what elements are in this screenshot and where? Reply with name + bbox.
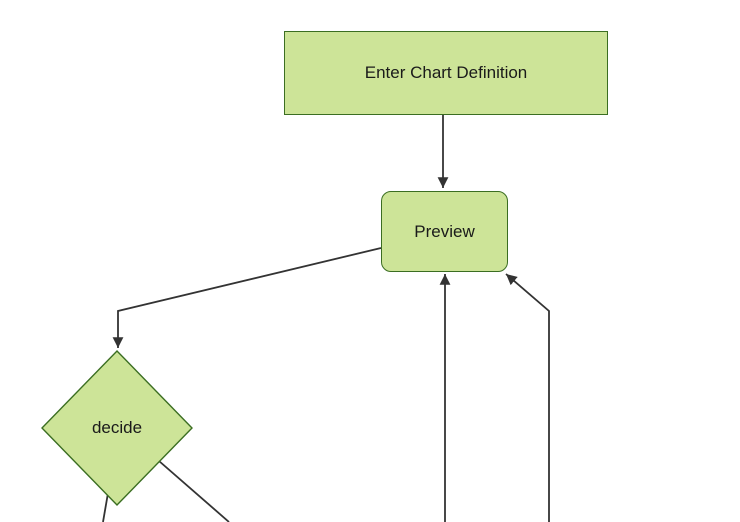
node-decide-label: decide <box>91 418 143 437</box>
edge-offscreen-to-preview-corner <box>505 273 550 522</box>
edge-decide-to-offscreen-left <box>102 492 109 522</box>
node-enter-chart-definition-label: Enter Chart Definition <box>364 63 528 82</box>
node-enter-chart-definition: Enter Chart Definition <box>284 31 608 115</box>
node-preview: Preview <box>381 191 508 272</box>
edge-decide-to-offscreen-right <box>158 460 230 522</box>
node-decide: decide <box>42 412 192 444</box>
node-preview-label: Preview <box>414 221 475 241</box>
edge-preview-to-decide <box>112 247 382 348</box>
node-decide-shape <box>41 349 193 507</box>
